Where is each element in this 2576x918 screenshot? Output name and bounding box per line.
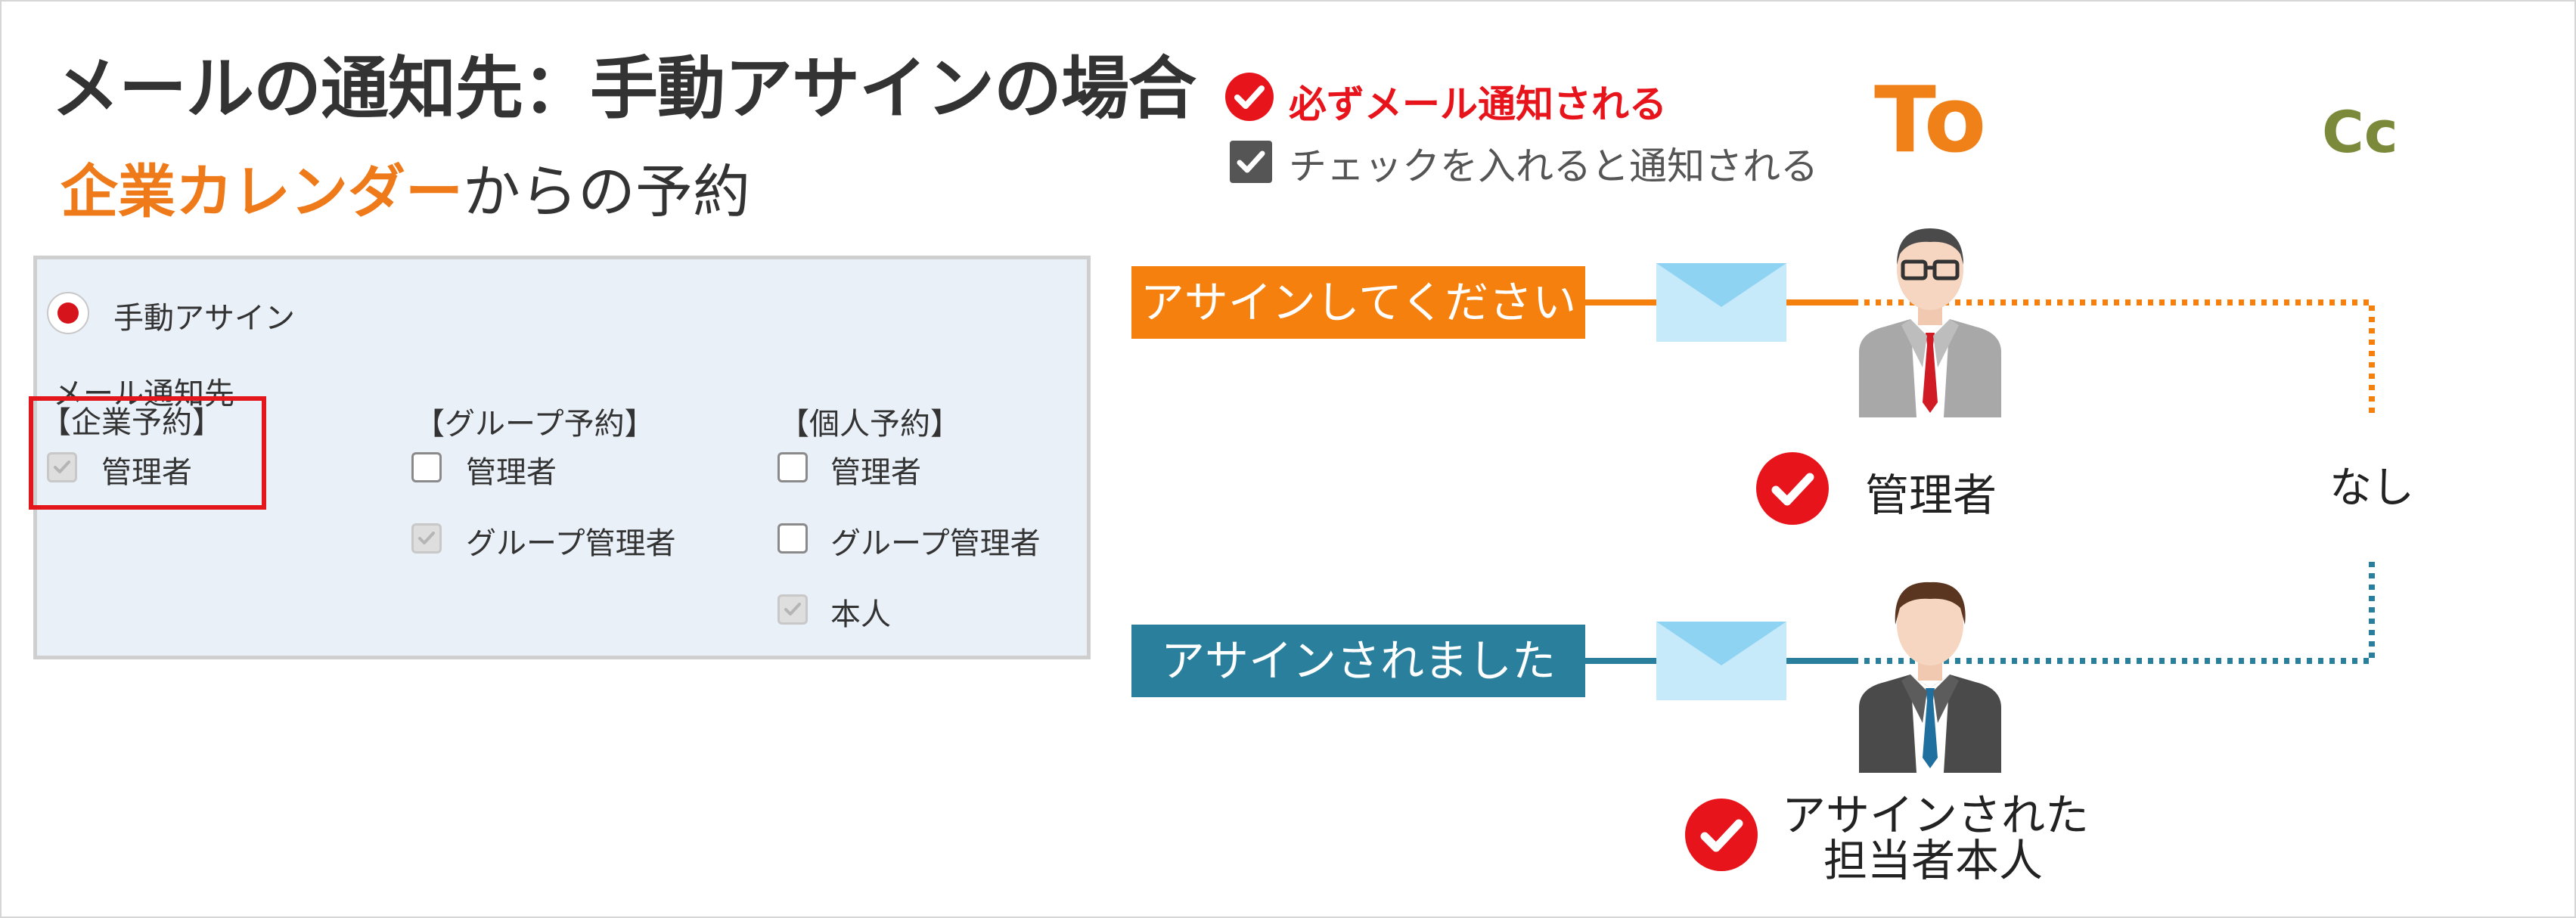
cc-column-label: Cc <box>2322 98 2398 166</box>
checkbox-group-group-admin[interactable] <box>411 523 442 554</box>
personal-self-label: 本人 <box>830 597 891 632</box>
required-check-icon <box>1225 73 1274 121</box>
manual-assign-label: 手動アサイン <box>113 301 295 336</box>
group-title-group: 【グループ予約】 <box>414 407 655 442</box>
checkbox-corporate-admin[interactable] <box>47 452 77 482</box>
radio-selected-dot <box>57 302 79 324</box>
assign-request-banner: アサインしてください <box>1131 266 1585 339</box>
notification-settings-panel <box>33 256 1091 659</box>
legend-checkbox-label: チェックを入れると通知される <box>1289 144 1818 188</box>
checkbox-group-admin[interactable] <box>411 452 442 482</box>
group-admin-label: 管理者 <box>466 455 557 490</box>
personal-group-admin-label: グループ管理者 <box>830 526 1041 561</box>
assignee-person-icon <box>1859 582 2001 773</box>
admin-recipient-label: 管理者 <box>1865 470 1997 521</box>
personal-admin-label: 管理者 <box>830 455 921 490</box>
envelope-icon <box>1656 263 1786 342</box>
admin-required-check-icon <box>1756 452 1829 525</box>
assignee-label-line1: アサインされた <box>1782 789 2090 841</box>
notify-target-label: メール通知先 <box>53 377 234 411</box>
admin-person-icon <box>1859 228 2001 417</box>
legend-required-label: 必ずメール通知される <box>1289 82 1667 126</box>
group-group-admin-label: グループ管理者 <box>466 526 676 561</box>
checkbox-personal-group-admin[interactable] <box>777 523 808 554</box>
subtitle-highlight: 企業カレンダー <box>61 158 463 225</box>
assignee-label-line2: 担当者本人 <box>1823 835 2043 886</box>
assignee-required-check-icon <box>1685 799 1758 871</box>
cc-none-label: なし <box>2329 464 2414 513</box>
checkbox-personal-admin[interactable] <box>777 452 808 482</box>
group-title-personal: 【個人予約】 <box>779 407 961 442</box>
highlight-box <box>29 396 266 510</box>
page-subtitle: 企業カレンダーからの予約 <box>61 145 750 228</box>
subtitle-rest: からの予約 <box>463 158 750 225</box>
assigned-banner: アサインされました <box>1131 625 1585 697</box>
to-column-label: To <box>1874 68 1987 173</box>
corporate-admin-label: 管理者 <box>101 455 192 490</box>
envelope-icon <box>1656 622 1786 700</box>
assignee-recipient-label: アサインされた 担当者本人 <box>1782 789 2090 886</box>
page-title: メールの通知先：手動アサインの場合 <box>51 49 1196 129</box>
checkbox-check-icon <box>1230 141 1272 183</box>
group-title-corporate: 【企業予約】 <box>41 405 222 440</box>
checkbox-personal-self[interactable] <box>777 594 808 625</box>
